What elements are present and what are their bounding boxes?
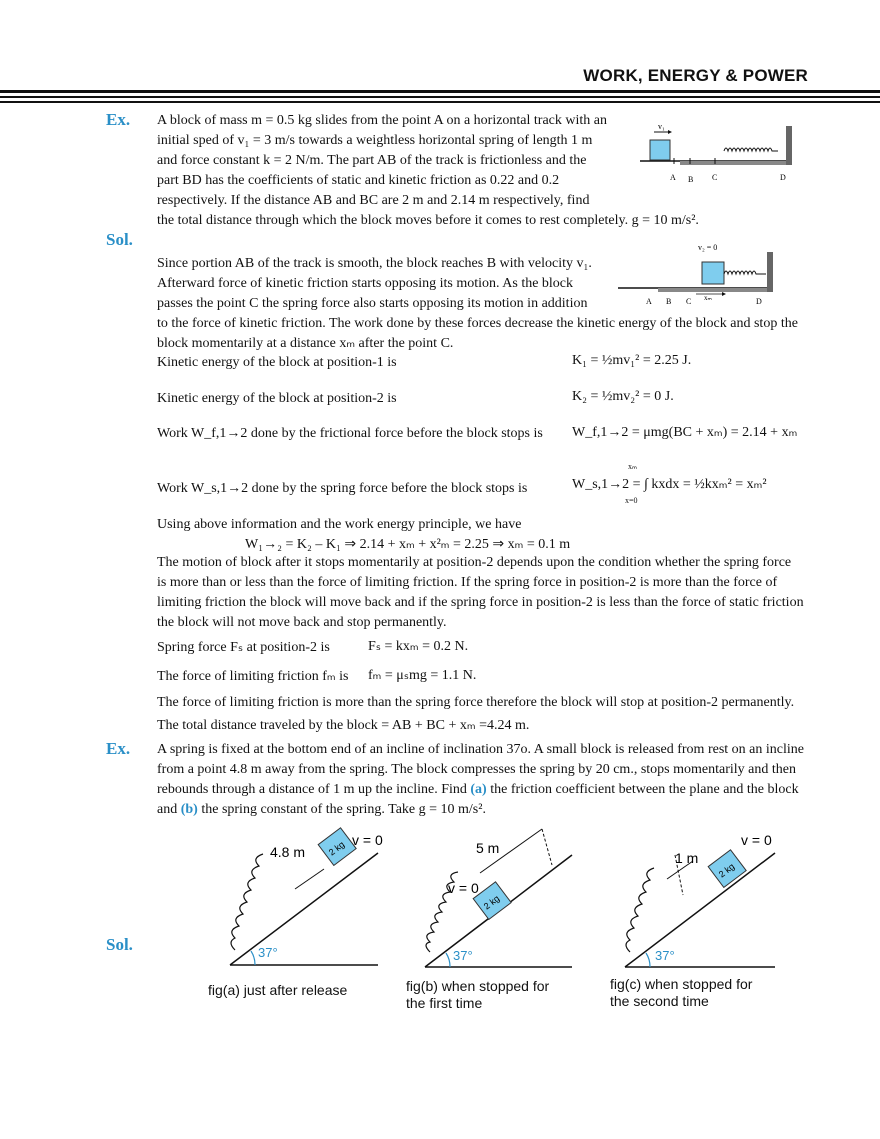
distance-label: 1 m xyxy=(675,850,698,866)
total-distance-text: The total distance traveled by the block… xyxy=(157,718,530,733)
example1-text: A block of mass m = 0.5 kg slides from t… xyxy=(157,111,627,211)
velocity-label: v = 0 xyxy=(352,832,383,848)
figure-b-caption: fig(b) when stopped for the first time xyxy=(406,978,549,1012)
caption-line: the first time xyxy=(406,995,483,1011)
text-line: the block will not move back and stop pe… xyxy=(157,615,447,630)
point-label: B xyxy=(666,297,671,306)
incline-figure-b: 37° 2 kg 5 m v = 0 xyxy=(424,828,573,968)
block: 2 kg xyxy=(707,849,747,889)
point-label: A xyxy=(670,173,676,182)
text-line: from a point 4.8 m away from the spring.… xyxy=(157,762,796,777)
track-figure-1: v₁ A B C D xyxy=(640,122,792,184)
conclusion-text: The force of limiting friction is more t… xyxy=(157,695,795,710)
ke1-text: Kinetic energy of the block at position-… xyxy=(157,355,397,370)
text-line: initial sped of v₁ = 3 m/s towards a wei… xyxy=(157,133,593,148)
spring-work-equation: W_s,1→2 = ∫ kxdx = ½kxₘ² = xₘ² xyxy=(572,477,767,492)
text-line: passes the point C the spring force also… xyxy=(157,296,588,311)
point-label: D xyxy=(780,173,786,182)
caption-line: fig(b) when stopped for xyxy=(406,978,550,994)
header-rule xyxy=(0,101,880,103)
velocity-label: v₁ xyxy=(658,122,665,131)
text-line: A spring is fixed at the bottom end of a… xyxy=(157,742,804,757)
solution1-intro: Since portion AB of the track is smooth,… xyxy=(157,254,617,314)
velocity-label: v = 0 xyxy=(741,832,772,848)
example-label: Ex. xyxy=(106,739,131,758)
page-title: WORK, ENERGY & POWER xyxy=(583,66,808,85)
friction-work-text: Work W_f,1→2 done by the frictional forc… xyxy=(157,426,543,441)
part-a-label: (a) xyxy=(470,782,487,797)
spring-icon xyxy=(723,270,766,276)
point-label: B xyxy=(688,175,693,184)
angle-label: 37° xyxy=(453,948,473,963)
block: 2 kg xyxy=(317,827,357,867)
solution-label: Sol. xyxy=(106,935,133,954)
distance-label: 4.8 m xyxy=(270,844,305,860)
angle-arc-icon xyxy=(645,952,651,968)
distance-label: 5 m xyxy=(476,840,499,856)
limiting-friction-equation: fₘ = μₛmg = 1.1 N. xyxy=(368,668,477,683)
using-text: Using above information and the work ene… xyxy=(157,517,522,532)
displacement-label: xₘ xyxy=(704,294,712,302)
velocity-label: v₂ = 0 xyxy=(698,243,717,252)
caption-line: the second time xyxy=(610,993,709,1009)
ke2-text: Kinetic energy of the block at position-… xyxy=(157,391,397,406)
spring-icon xyxy=(425,871,459,953)
part-b-label: (b) xyxy=(180,802,198,817)
point-label: A xyxy=(646,297,652,306)
text-line: Afterward force of kinetic friction star… xyxy=(157,276,574,291)
solution1-intro-cont: to the force of kinetic friction. The wo… xyxy=(157,314,807,354)
figure-a-caption: fig(a) just after release xyxy=(208,982,348,998)
text-line: A block of mass m = 0.5 kg slides from t… xyxy=(157,113,607,128)
track-figure-2: v₂ = 0 xₘ A B C D xyxy=(618,243,773,306)
header-rule xyxy=(0,90,880,93)
point-label: C xyxy=(686,297,691,306)
text-line: Since portion AB of the track is smooth,… xyxy=(157,256,592,271)
text-line: and force constant k = 2 N/m. The part A… xyxy=(157,153,587,168)
text-line: respectively. If the distance AB and BC … xyxy=(157,193,590,208)
motion-paragraph: The motion of block after it stops momen… xyxy=(157,553,805,633)
block: 2 kg xyxy=(472,881,512,921)
text-line: to the force of kinetic friction. The wo… xyxy=(157,316,798,331)
text-line: is more than or less than the force of l… xyxy=(157,575,778,590)
caption-line: fig(c) when stopped for xyxy=(610,976,753,992)
angle-label: 37° xyxy=(258,945,278,960)
friction-work-equation: W_f,1→2 = μmg(BC + xₘ) = 2.14 + xₘ xyxy=(572,425,798,440)
text-line: and (b) the spring constant of the sprin… xyxy=(157,802,486,817)
spring-icon xyxy=(625,867,655,953)
figure-c-caption: fig(c) when stopped for the second time xyxy=(610,976,752,1010)
integral-upper-limit: xₘ xyxy=(628,462,637,471)
velocity-label: v = 0 xyxy=(448,880,479,896)
point-label: D xyxy=(756,297,762,306)
incline-figure-c: 37° 2 kg 1 m v = 0 xyxy=(624,832,776,968)
point-label: C xyxy=(712,173,717,182)
work-energy-equation: W₁→₂ = K₂ – K₁ ⇒ 2.14 + xₘ + x²ₘ = 2.25 … xyxy=(245,537,571,552)
text-line: the total distance through which the blo… xyxy=(157,213,699,228)
spring-force-text: Spring force Fₛ at position-2 is xyxy=(157,640,330,655)
text-line: limiting friction the block will move ba… xyxy=(157,595,804,610)
spring-force-equation: Fₛ = kxₘ = 0.2 N. xyxy=(368,639,469,654)
text-line: block momentarily at a distance xₘ after… xyxy=(157,336,454,351)
spring-work-text: Work W_s,1→2 done by the spring force be… xyxy=(157,481,528,496)
ke2-equation: K₂ = ½mv₂² = 0 J. xyxy=(572,389,674,404)
angle-arc-icon xyxy=(445,952,451,968)
text-line: The motion of block after it stops momen… xyxy=(157,555,792,570)
spring-icon xyxy=(230,853,264,951)
example-label: Ex. xyxy=(106,110,131,129)
spring-icon xyxy=(723,147,778,153)
text-line: part BD has the coefficients of static a… xyxy=(157,173,560,188)
integral-lower-limit: x=0 xyxy=(625,496,638,505)
ke1-equation: K₁ = ½mv₁² = 2.25 J. xyxy=(572,353,692,368)
angle-label: 37° xyxy=(655,948,675,963)
text-line: rebounds through a distance of 1 m up th… xyxy=(157,782,799,797)
solution-label: Sol. xyxy=(106,230,133,249)
angle-arc-icon xyxy=(250,950,256,966)
incline-figure-a: 37° 2 kg 4.8 m v = 0 xyxy=(229,827,383,966)
example2-text: A spring is fixed at the bottom end of a… xyxy=(157,740,805,820)
header-rule xyxy=(0,96,880,98)
limiting-friction-text: The force of limiting friction fₘ is xyxy=(157,669,349,684)
